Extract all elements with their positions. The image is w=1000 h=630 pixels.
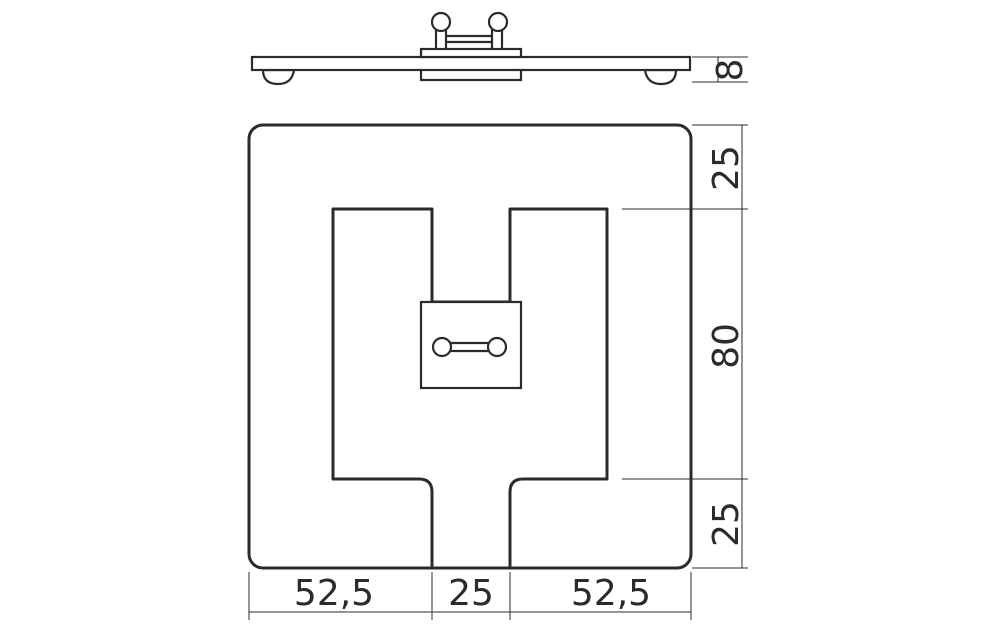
gap-width-label: 25 xyxy=(448,573,494,614)
mount-plate-side xyxy=(419,47,523,59)
horizontal-dimensions: 52,5 25 52,5 xyxy=(248,572,692,620)
top-margin-label: 25 xyxy=(706,145,747,191)
left-foot xyxy=(261,68,296,86)
right-width-label: 52,5 xyxy=(571,573,651,614)
front-left-knob xyxy=(431,336,453,358)
side-plate xyxy=(250,55,692,72)
height-dimension: 8 xyxy=(692,56,751,83)
height-label: 8 xyxy=(710,59,751,82)
left-knob xyxy=(430,11,452,33)
right-knob xyxy=(487,11,509,33)
side-view xyxy=(250,11,692,86)
slot-length-label: 80 xyxy=(706,323,747,369)
vertical-dimensions: 25 80 25 xyxy=(622,124,748,569)
front-right-knob xyxy=(486,336,508,358)
left-width-label: 52,5 xyxy=(294,573,374,614)
front-view xyxy=(247,123,693,570)
right-foot xyxy=(643,68,678,86)
bottom-margin-label: 25 xyxy=(706,501,747,547)
